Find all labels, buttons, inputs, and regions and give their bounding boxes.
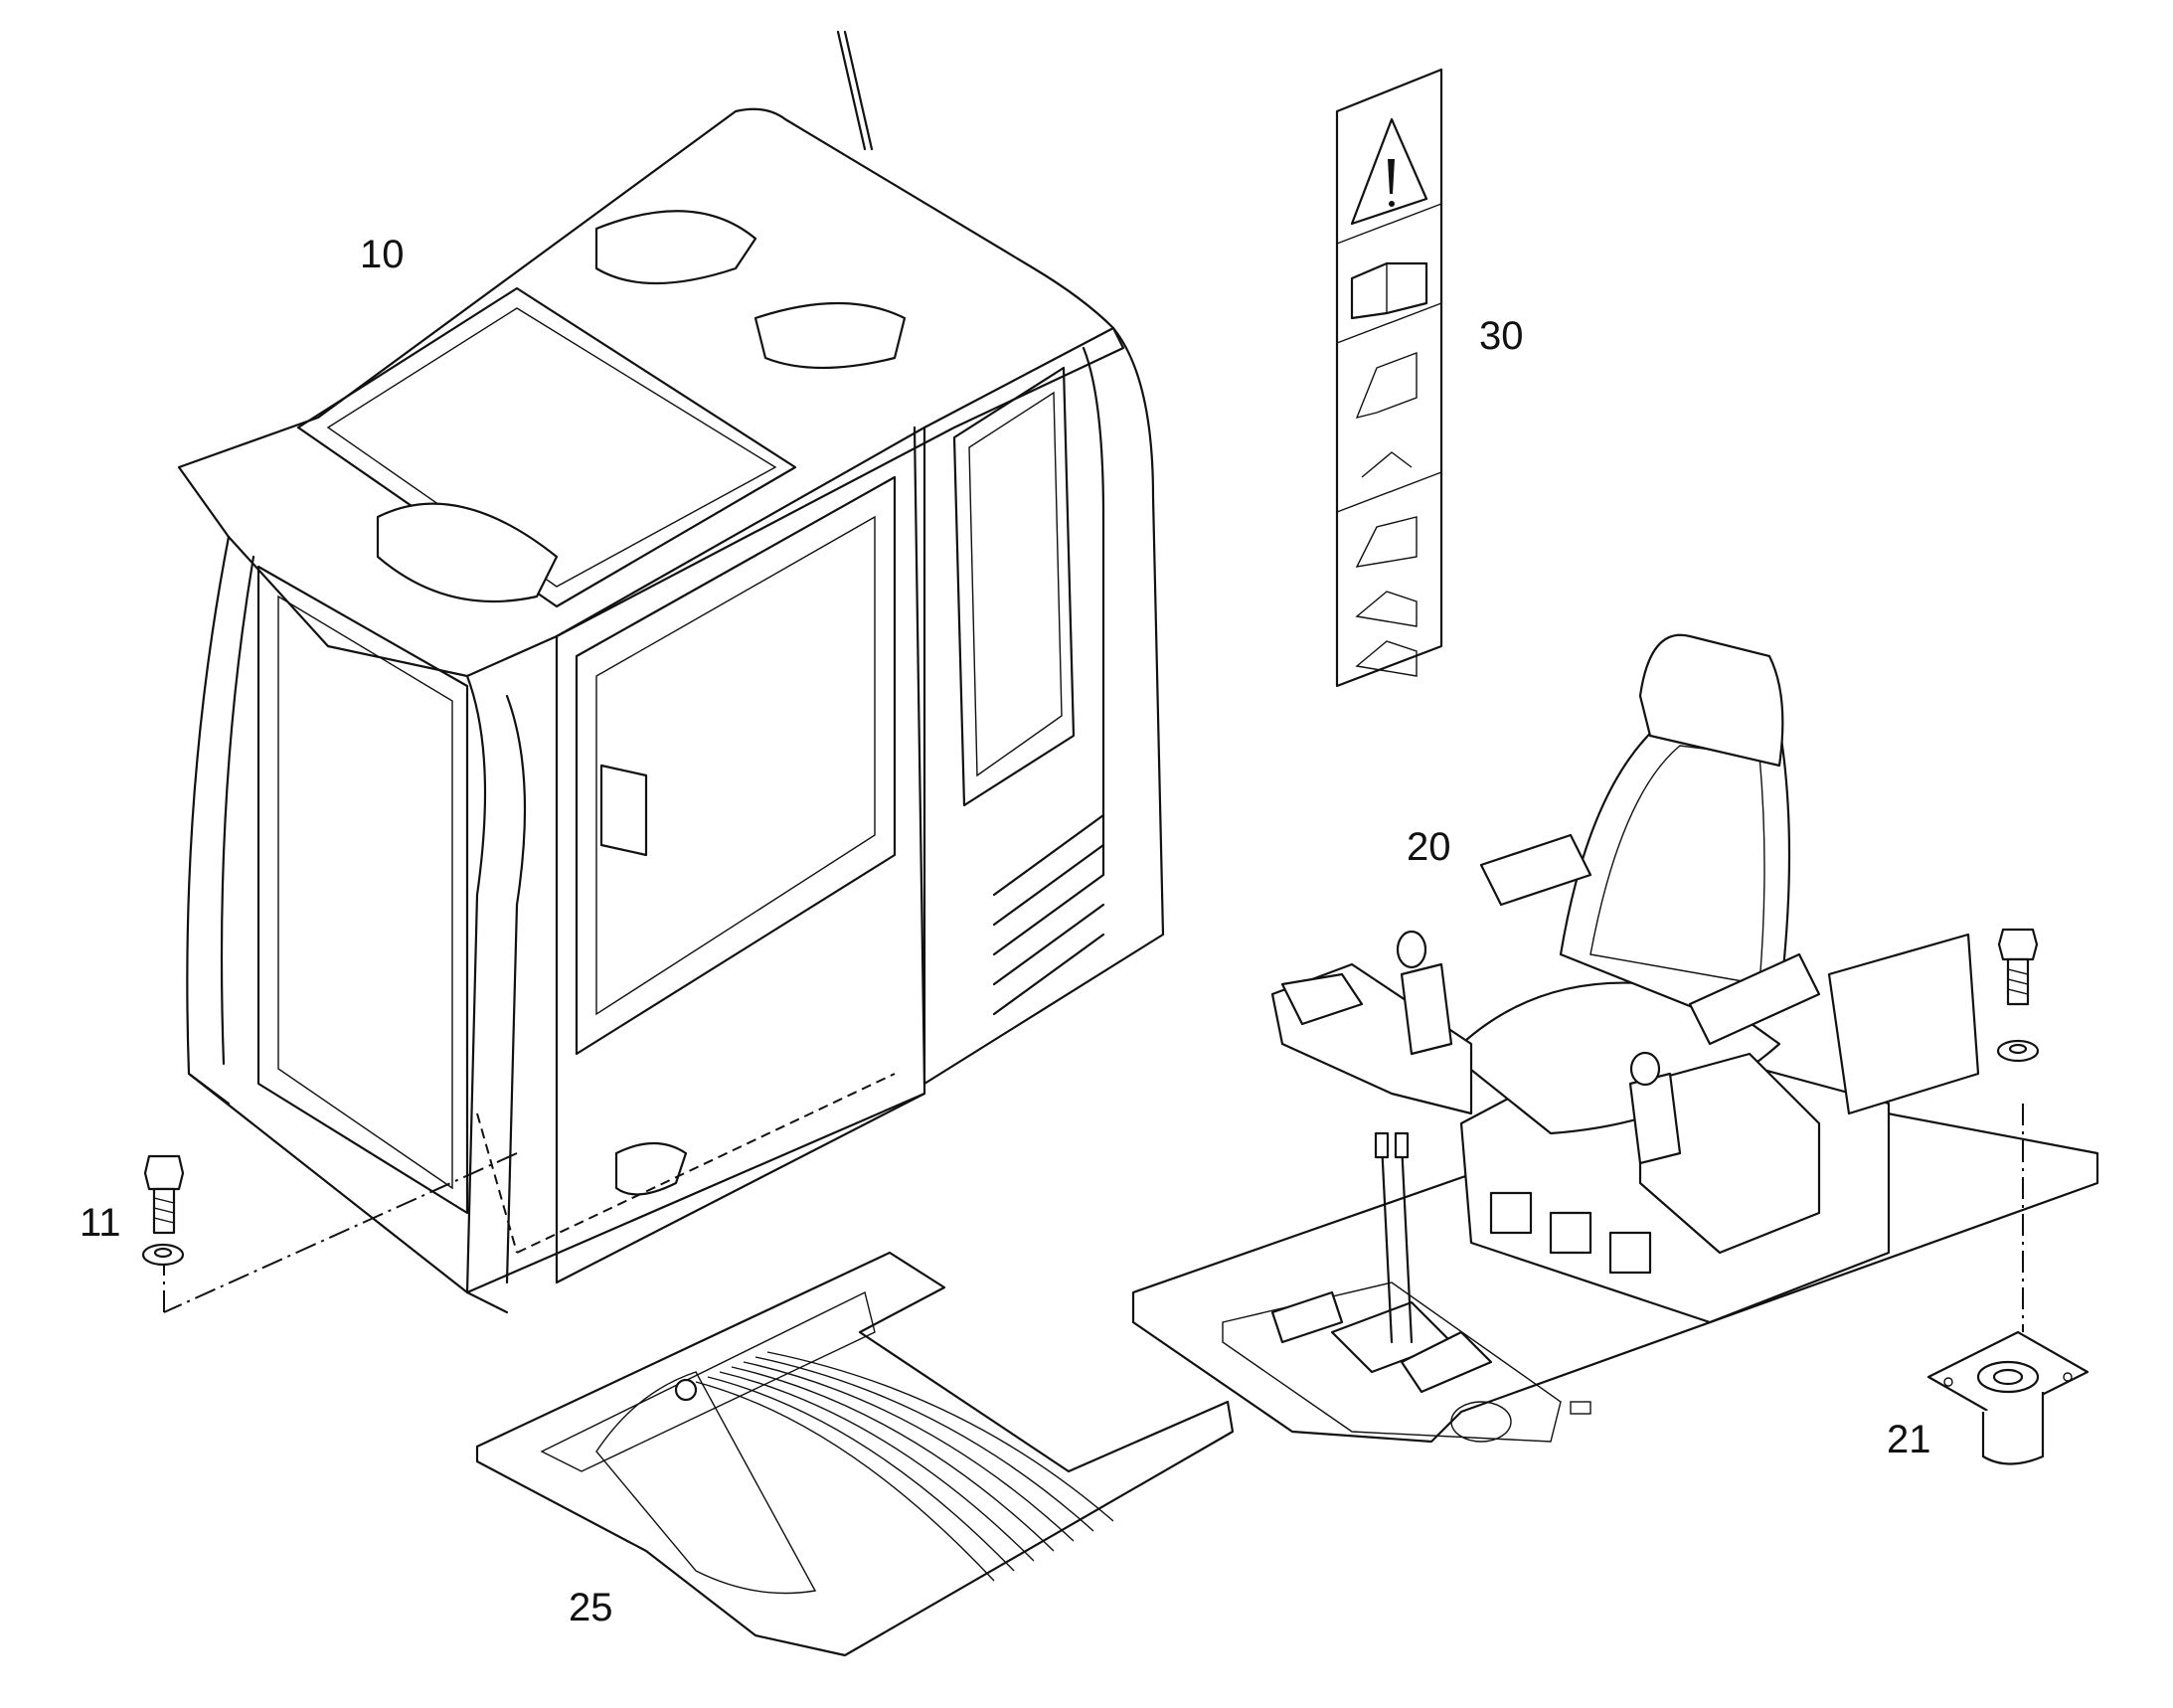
callout-operator-seat-assembly: 20	[1407, 825, 1451, 869]
cab-bolt-drawing	[141, 1154, 185, 1267]
callout-floor-mat: 25	[569, 1586, 613, 1629]
operator-seat-assembly-drawing	[1131, 633, 2099, 1444]
callout-damper-mount: 21	[1887, 1418, 1931, 1461]
callout-cab-bolt: 11	[80, 1201, 121, 1245]
cab-drawing	[163, 30, 1165, 1314]
plate-bolt-drawing	[1996, 928, 2040, 1063]
safety-decal-drawing	[1335, 68, 1443, 688]
callout-cab: 10	[360, 233, 405, 276]
floor-mat-drawing	[475, 1251, 1235, 1657]
callout-safety-decal: 30	[1479, 314, 1524, 358]
damper-mount-drawing	[1926, 1330, 2089, 1465]
